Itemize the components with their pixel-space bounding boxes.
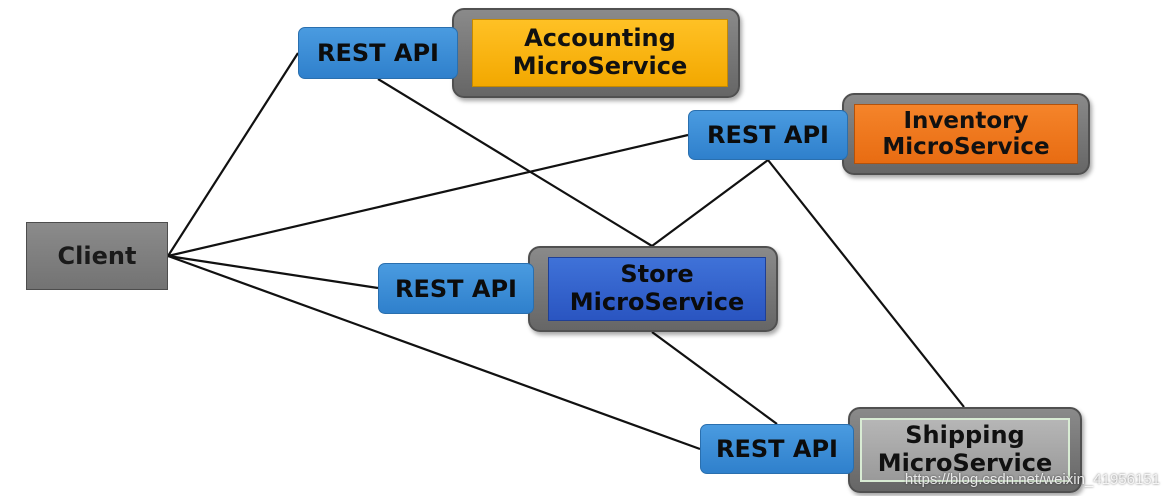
line-client-shipping-api bbox=[167, 254, 701, 451]
store-service-suffix: MicroService bbox=[569, 288, 745, 316]
store-service-box: Store MicroService bbox=[548, 257, 766, 321]
shipping-service-name: Shipping bbox=[905, 421, 1025, 450]
store-rest-api-label: REST API bbox=[395, 274, 517, 303]
inventory-service-name: Inventory bbox=[903, 107, 1029, 134]
accounting-service-suffix: MicroService bbox=[512, 52, 688, 80]
line-client-accounting-api bbox=[167, 52, 299, 257]
line-client-inventory-api bbox=[167, 133, 689, 258]
watermark-text: https://blog.csdn.net/weixin_41956151 bbox=[904, 471, 1160, 488]
line-inventory-api-shipping bbox=[767, 159, 965, 408]
inventory-rest-api: REST API bbox=[688, 110, 848, 160]
shipping-rest-api: REST API bbox=[700, 424, 854, 474]
line-client-store-api bbox=[167, 254, 379, 290]
client-label: Client bbox=[57, 242, 137, 270]
line-store-shipping-api bbox=[651, 331, 778, 425]
inventory-service-suffix: MicroService bbox=[882, 134, 1050, 160]
store-service-node: Store MicroService bbox=[528, 246, 778, 332]
accounting-service-box: Accounting MicroService bbox=[472, 19, 728, 87]
shipping-rest-api-label: REST API bbox=[716, 435, 838, 463]
inventory-service-node: Inventory MicroService bbox=[842, 93, 1090, 175]
accounting-service-node: Accounting MicroService bbox=[452, 8, 740, 98]
shipping-service-node: Shipping MicroService bbox=[848, 407, 1082, 493]
shipping-service-suffix: MicroService bbox=[877, 449, 1053, 477]
accounting-rest-api: REST API bbox=[298, 27, 458, 79]
client-node: Client bbox=[26, 222, 168, 290]
line-inventory-api-store bbox=[651, 159, 769, 247]
accounting-service-name: Accounting bbox=[524, 24, 676, 53]
accounting-rest-api-label: REST API bbox=[317, 39, 439, 67]
inventory-rest-api-label: REST API bbox=[707, 121, 829, 149]
store-service-name: Store bbox=[620, 260, 694, 289]
store-rest-api: REST API bbox=[378, 263, 534, 314]
shipping-service-box: Shipping MicroService bbox=[860, 418, 1070, 482]
inventory-service-box: Inventory MicroService bbox=[854, 104, 1078, 164]
line-accounting-api-store bbox=[377, 78, 653, 247]
